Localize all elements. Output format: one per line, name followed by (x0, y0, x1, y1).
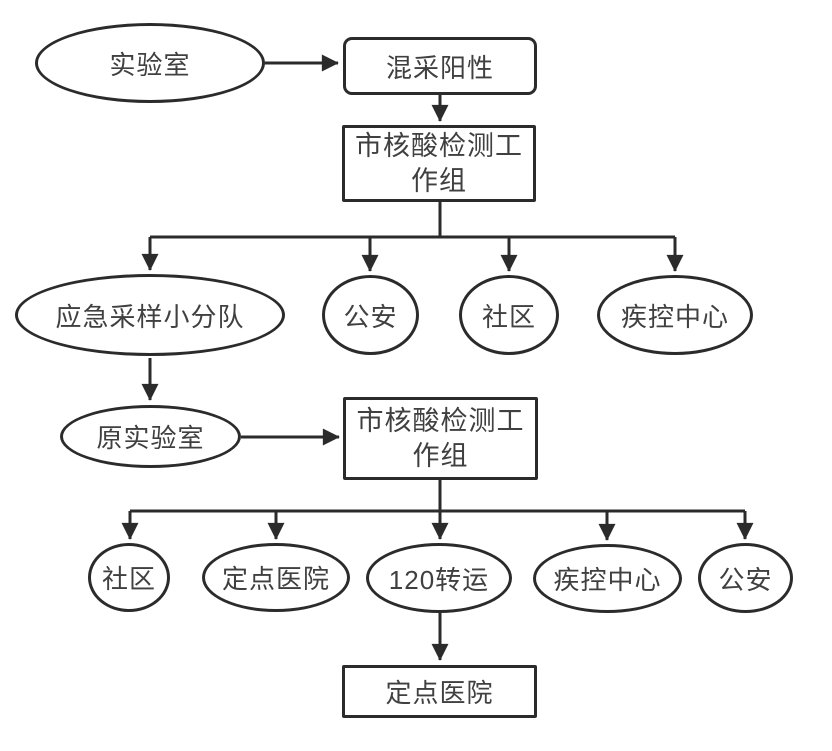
node-community-1: 社区 (459, 275, 559, 355)
node-work-group-2-label: 市核酸检测工作组 (356, 405, 525, 471)
node-mixed-positive: 混采阳性 (343, 37, 537, 95)
node-community-2: 社区 (88, 543, 170, 612)
node-work-group-1-label: 市核酸检测工作组 (355, 130, 523, 196)
node-police-2: 公安 (698, 543, 793, 613)
node-cdc-2: 疾控中心 (533, 544, 682, 613)
node-laboratory: 实验室 (35, 23, 265, 103)
node-emergency-team: 应急采样小分队 (15, 274, 285, 356)
node-police-1: 公安 (322, 275, 419, 355)
node-designated-hospital-final: 定点医院 (342, 665, 537, 718)
node-work-group-2: 市核酸检测工作组 (343, 397, 538, 480)
node-work-group-1: 市核酸检测工作组 (342, 125, 536, 202)
node-transfer-120: 120转运 (366, 543, 512, 613)
node-cdc-1: 疾控中心 (597, 275, 753, 355)
node-original-lab: 原实验室 (60, 405, 241, 468)
node-designated-hospital: 定点医院 (202, 543, 350, 612)
